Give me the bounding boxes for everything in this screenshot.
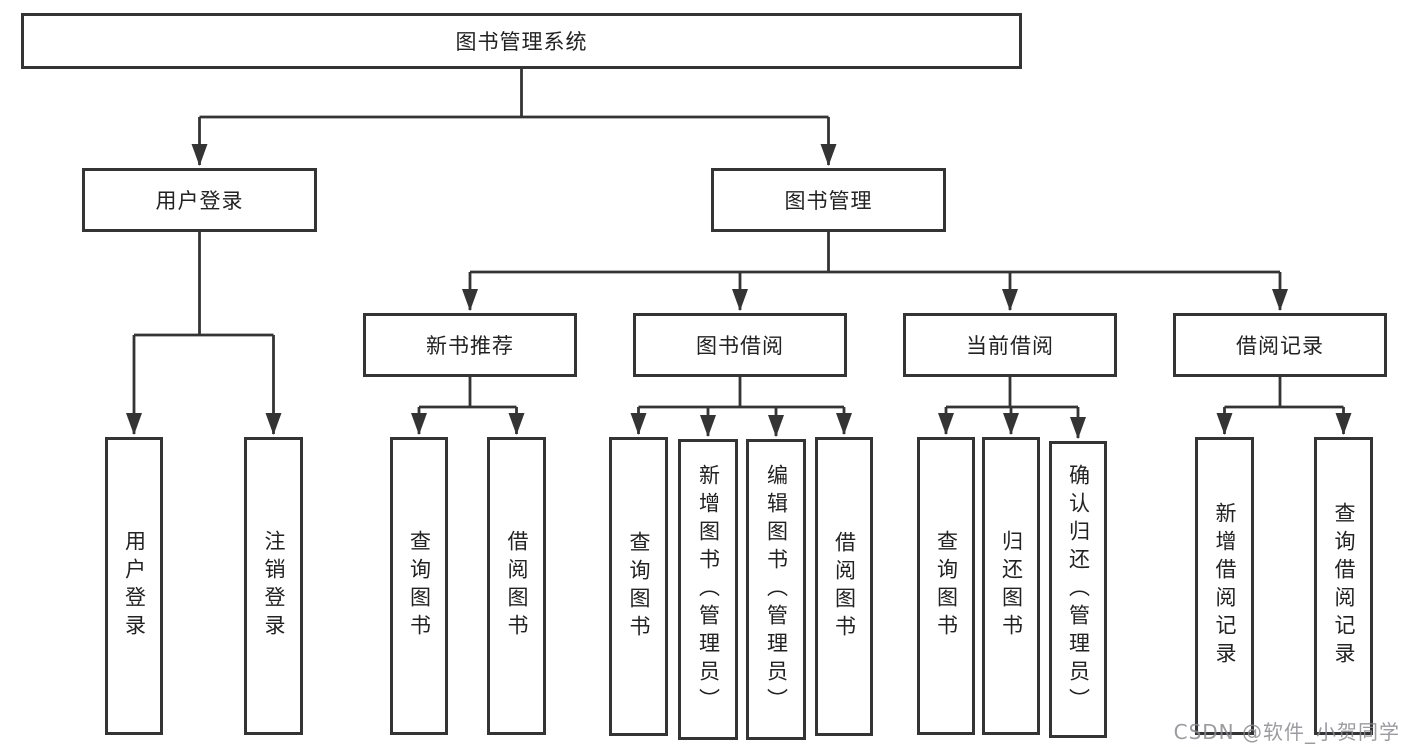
csdn-watermark: CSDN @软件_小贺同学: [1173, 720, 1400, 744]
leaf-confirm-return-admin: 确认归还（管理员）: [1049, 441, 1107, 738]
node-label: 图书管理: [784, 189, 873, 213]
leaf-user-login: 用户登录: [105, 437, 163, 735]
leaf-query-borrow-record: 查询借阅记录: [1314, 437, 1373, 735]
node-label: 借阅记录: [1236, 334, 1324, 358]
leaf-query-books-current: 查询图书: [917, 437, 975, 735]
node-borrowing-records: 借阅记录: [1173, 313, 1387, 377]
node-label: 用户登录: [155, 189, 244, 213]
node-new-book-recommendation: 新书推荐: [363, 313, 577, 377]
leaf-edit-book-admin: 编辑图书（管理员）: [746, 439, 806, 740]
leaf-label: 查询图书: [627, 530, 651, 643]
leaf-label: 借阅图书: [832, 530, 857, 643]
node-book-management: 图书管理: [711, 168, 946, 232]
leaf-borrow-books-recommend: 借阅图书: [487, 437, 546, 735]
leaf-add-borrow-record: 新增借阅记录: [1195, 437, 1254, 735]
leaf-label: 编辑图书（管理员）: [764, 463, 789, 716]
node-label: 新书推荐: [426, 334, 514, 358]
node-label: 图书管理系统: [455, 30, 588, 54]
leaf-label: 用户登录: [122, 530, 147, 642]
node-current-borrowing: 当前借阅: [903, 313, 1117, 377]
node-book-borrowing: 图书借阅: [633, 313, 847, 377]
leaf-label: 新增图书（管理员）: [696, 463, 721, 716]
leaf-label: 查询图书: [934, 530, 959, 642]
leaf-label: 查询借阅记录: [1332, 502, 1356, 670]
leaf-label: 注销登录: [262, 530, 286, 642]
leaf-borrow-books: 借阅图书: [815, 437, 873, 736]
node-label: 当前借阅: [966, 334, 1054, 358]
leaf-query-books-recommend: 查询图书: [390, 437, 448, 735]
leaf-label: 新增借阅记录: [1213, 502, 1237, 670]
leaf-add-book-admin: 新增图书（管理员）: [678, 439, 738, 740]
leaf-label: 查询图书: [407, 530, 432, 642]
leaf-label: 借阅图书: [505, 530, 529, 642]
leaf-query-books-borrow: 查询图书: [609, 437, 668, 736]
leaf-label: 归还图书: [999, 530, 1024, 642]
node-user-login: 用户登录: [82, 168, 317, 232]
node-library-management-system: 图书管理系统: [21, 13, 1022, 69]
leaf-label: 确认归还（管理员）: [1066, 463, 1091, 716]
node-label: 图书借阅: [696, 334, 784, 358]
leaf-return-books: 归还图书: [982, 437, 1040, 735]
leaf-logout: 注销登录: [244, 437, 303, 735]
